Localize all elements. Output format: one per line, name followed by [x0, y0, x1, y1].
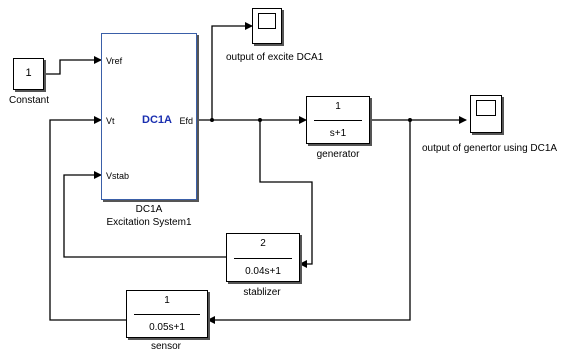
fraction-bar — [314, 120, 362, 121]
stabilizer-denominator: 0.04s+1 — [245, 266, 281, 277]
constant-value: 1 — [25, 67, 32, 79]
constant-label: Constant — [8, 95, 50, 106]
wire-generator-to-sensor — [207, 120, 411, 324]
wire-efd-to-stabilizer — [259, 120, 313, 268]
sensor-denominator: 0.05s+1 — [149, 322, 185, 333]
stabilizer-block[interactable]: 2 0.04s+1 — [226, 233, 300, 282]
port-efd: Efd — [179, 116, 193, 126]
port-vt: Vt — [106, 116, 115, 126]
sensor-block[interactable]: 1 0.05s+1 — [126, 290, 208, 338]
scope1-label: output of excite DCA1 — [226, 52, 324, 63]
scope1-block[interactable] — [252, 8, 282, 44]
excitation-block-name: DC1A — [142, 114, 172, 126]
junction-dot — [258, 118, 262, 122]
generator-label: generator — [316, 149, 360, 160]
port-vstab: Vstab — [106, 171, 130, 181]
wire-sensor-to-vt — [49, 116, 126, 321]
sensor-numerator: 1 — [164, 295, 170, 306]
excitation-system-block[interactable]: Vref Vt Vstab Efd DC1A — [101, 33, 197, 200]
fraction-bar — [134, 314, 200, 315]
scope2-label: output of genertor using DC1A — [422, 143, 558, 154]
wire-efd-to-scope1 — [211, 22, 253, 120]
stabilizer-numerator: 2 — [260, 238, 266, 249]
junction-dot — [408, 118, 412, 122]
stabilizer-label: stablizer — [243, 287, 281, 298]
scope-screen-icon — [476, 100, 496, 116]
scope-screen-icon — [258, 13, 276, 29]
generator-denominator: s+1 — [329, 128, 347, 139]
generator-tf: 1 s+1 — [307, 97, 369, 143]
wire-constant-to-vref — [44, 56, 102, 75]
stabilizer-tf: 2 0.04s+1 — [227, 234, 299, 281]
constant-block[interactable]: 1 — [13, 58, 44, 90]
port-vref: Vref — [106, 56, 123, 66]
sensor-tf: 1 0.05s+1 — [127, 291, 207, 337]
excitation-label-line1: DC1A — [135, 204, 163, 215]
generator-block[interactable]: 1 s+1 — [306, 96, 370, 144]
fraction-bar — [234, 258, 292, 259]
sensor-label: sensor — [150, 341, 182, 352]
junction-dot — [210, 118, 214, 122]
wire-stabilizer-to-vstab — [63, 171, 226, 258]
generator-numerator: 1 — [335, 101, 341, 112]
excitation-label-line2: Excitation System1 — [106, 217, 192, 228]
scope2-block[interactable] — [470, 95, 502, 133]
